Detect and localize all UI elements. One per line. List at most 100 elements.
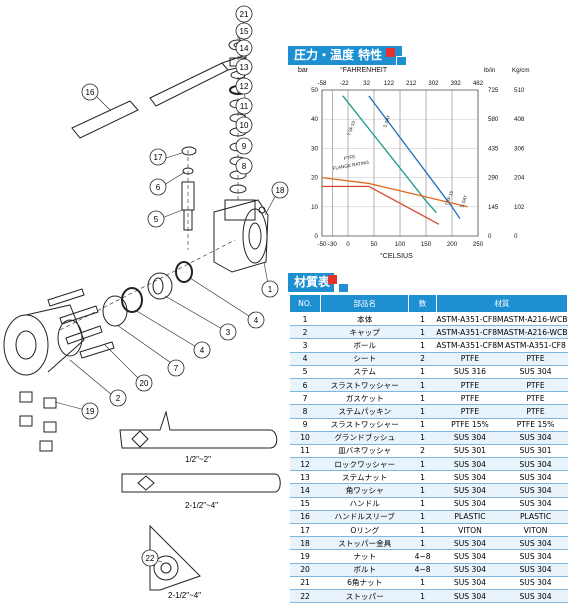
cell-material-b: PTFE (503, 404, 568, 419)
cell-part-name: 6角ナット (320, 576, 409, 590)
cell-part-name: ボルト (320, 563, 409, 577)
curve-label: T.SF.15 (346, 120, 356, 137)
bar-tick-label: 20 (311, 175, 318, 182)
handle-label-2: 2-1/2"~4" (185, 501, 218, 510)
callout-number: 7 (174, 364, 179, 373)
cell-qty: 1 (408, 483, 437, 498)
cell-no: 13 (289, 470, 321, 485)
cell-qty: 1 (408, 391, 437, 406)
callout-7: 7 (167, 359, 185, 377)
cell-material-a: ASTM-A351-CF8M (436, 338, 504, 353)
header-accent-red-2 (328, 275, 337, 284)
cell-part-name: ステムナット (320, 470, 409, 485)
handle-label-3: 2-1/2"~4" (168, 591, 201, 600)
cell-material-b: SUS 304 (503, 576, 568, 590)
cell-qty: 1 (408, 365, 437, 379)
cell-material-a: PTFE (436, 404, 504, 419)
bar-tick-label: 30 (311, 145, 318, 152)
cell-material-b: VITON (503, 523, 568, 538)
top-tick-label: 302 (428, 80, 439, 87)
lbin-tick-label: 435 (488, 145, 499, 152)
callout-number: 13 (240, 63, 249, 72)
callout-number: 20 (140, 379, 149, 388)
x-tick-label: 200 (447, 241, 458, 248)
callout-6: 6 (149, 178, 167, 196)
callout-12: 12 (235, 77, 253, 95)
top-tick-label: -22 (340, 80, 350, 87)
cell-part-name: ハンドル (320, 497, 409, 511)
cell-material-a: SUS 304 (436, 431, 504, 445)
cell-material-a: SUS 301 (436, 444, 504, 459)
cell-material-b: SUS 304 (503, 536, 568, 551)
unit-fahrenheit: °FAHRENHEIT (340, 66, 388, 74)
callout-1: 1 (261, 280, 279, 298)
curve-label: S.SAT (459, 194, 468, 208)
callout-20: 20 (135, 374, 153, 392)
cell-no: 7 (289, 391, 321, 406)
callout-10: 10 (235, 116, 253, 134)
cell-no: 20 (289, 563, 321, 577)
x-tick-label: 150 (421, 241, 432, 248)
x-tick-label: 100 (395, 241, 406, 248)
top-tick-label: 122 (384, 80, 395, 87)
callout-number: 22 (146, 554, 155, 563)
curve-label: FLANGE RATING (332, 160, 369, 171)
callout-number: 9 (242, 142, 247, 151)
curve-label: T.SF.15 (444, 190, 454, 207)
cell-part-name: ステム (320, 365, 409, 379)
kgcm-tick-label: 204 (514, 175, 525, 182)
cell-no: 11 (289, 444, 321, 459)
callout-3: 3 (219, 323, 237, 341)
handle-label-1: 1/2"~2" (185, 455, 211, 464)
materials-section-header: 材質表 (288, 273, 349, 293)
cell-part-name: ハンドルスリーブ (320, 510, 409, 525)
x-tick-label: 50 (371, 241, 378, 248)
cell-no: 4 (289, 352, 321, 366)
cell-part-name: グランドブッシュ (320, 431, 409, 445)
cell-material-b: SUS 304 (503, 589, 568, 603)
cell-material-b: PTFE 15% (503, 418, 568, 432)
cell-qty: 4~8 (408, 563, 437, 577)
cell-material-a: PTFE 15% (436, 418, 504, 432)
cell-qty: 2 (408, 352, 437, 366)
cell-material-a: PTFE (436, 391, 504, 406)
cell-qty: 1 (408, 378, 437, 393)
cell-no: 18 (289, 536, 321, 551)
cell-material-a: SUS 304 (436, 483, 504, 498)
cell-qty: 4~8 (408, 549, 437, 564)
callout-number: 8 (242, 162, 247, 171)
callout-number: 4 (200, 346, 205, 355)
cell-part-name: ストッパー金具 (320, 536, 409, 551)
top-tick-label: 392 (451, 80, 462, 87)
cell-no: 16 (289, 510, 321, 525)
x-tick-label: 250 (473, 241, 484, 248)
cell-part-name: スラストワッシャー (320, 378, 409, 393)
unit-lbin: lb/in (484, 67, 496, 74)
cell-qty: 1 (408, 510, 437, 525)
cell-no: 6 (289, 378, 321, 393)
bar-tick-label: 0 (315, 233, 319, 240)
callout-number: 19 (86, 407, 95, 416)
kgcm-tick-label: 306 (514, 145, 525, 152)
cell-no: 19 (289, 549, 321, 564)
cell-qty: 1 (408, 497, 437, 511)
unit-kgcm: Kg/cm (512, 67, 530, 74)
cell-part-name: シート (320, 352, 409, 366)
callout-number: 14 (240, 44, 249, 53)
header-accent-blue-2 (338, 283, 349, 293)
cell-material-a: SUS 304 (436, 563, 504, 577)
callout-11: 11 (235, 97, 253, 115)
callout-16: 16 (81, 83, 99, 101)
lbin-tick-label: 580 (488, 116, 499, 123)
